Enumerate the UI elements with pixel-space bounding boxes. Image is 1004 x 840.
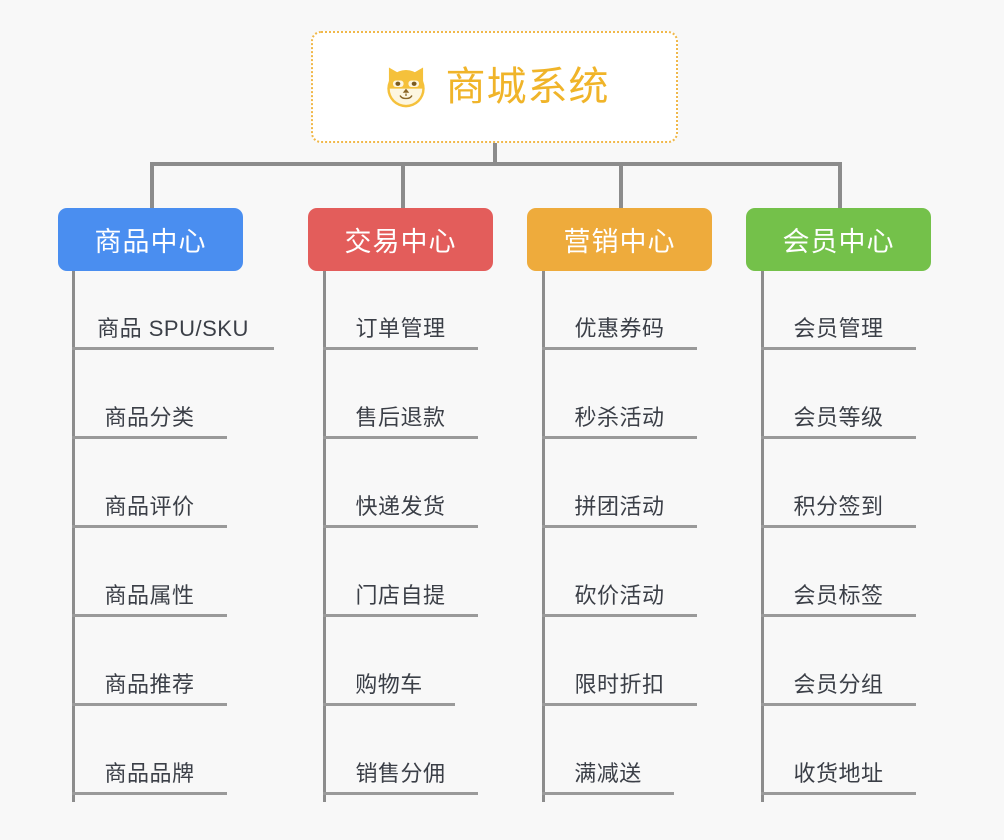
leaf-label: 购物车: [355, 671, 423, 697]
root-title: 商城系统: [445, 65, 610, 109]
leaf-item-2-1[interactable]: 秒杀活动: [542, 350, 697, 439]
leaf-label: 商品 SPU/SKU: [97, 315, 249, 341]
leaf-label: 优惠券码: [574, 315, 665, 341]
category-label: 会员中心: [782, 227, 895, 257]
category-header-0[interactable]: 商品中心: [58, 208, 243, 271]
leaf-item-1-2[interactable]: 快递发货: [323, 439, 478, 528]
leaf-label: 商品评价: [104, 493, 195, 519]
leaf-label: 会员分组: [793, 671, 884, 697]
leaf-item-1-0[interactable]: 订单管理: [323, 261, 478, 350]
leaf-item-3-5[interactable]: 收货地址: [761, 706, 916, 795]
leaf-label: 会员等级: [793, 404, 884, 430]
leaf-item-2-5[interactable]: 满减送: [542, 706, 674, 795]
leaf-label: 限时折扣: [574, 671, 665, 697]
leaf-label: 砍价活动: [574, 582, 665, 608]
leaf-item-2-0[interactable]: 优惠券码: [542, 261, 697, 350]
leaf-spine-0: [72, 271, 75, 802]
leaf-label: 会员标签: [793, 582, 884, 608]
leaf-label: 销售分佣: [355, 760, 446, 786]
leaf-label: 收货地址: [793, 760, 884, 786]
leaf-item-2-3[interactable]: 砍价活动: [542, 528, 697, 617]
leaf-item-1-4[interactable]: 购物车: [323, 617, 455, 706]
leaf-label: 积分签到: [793, 493, 884, 519]
dog-face-icon: [386, 67, 425, 108]
connector-root-stub: [493, 143, 497, 164]
connector-drop-4: [838, 162, 842, 208]
leaf-label: 商品属性: [104, 582, 195, 608]
connector-horizontal-bus: [150, 162, 842, 166]
leaf-item-1-1[interactable]: 售后退款: [323, 350, 478, 439]
leaf-label: 订单管理: [355, 315, 446, 341]
leaf-label: 拼团活动: [574, 493, 665, 519]
leaf-label: 快递发货: [355, 493, 446, 519]
leaf-item-3-3[interactable]: 会员标签: [761, 528, 916, 617]
leaf-spine-3: [761, 271, 764, 802]
leaf-item-1-3[interactable]: 门店自提: [323, 528, 478, 617]
leaf-label: 秒杀活动: [574, 404, 665, 430]
connector-drop-3: [619, 162, 623, 208]
leaf-item-0-5[interactable]: 商品品牌: [72, 706, 227, 795]
leaf-item-0-3[interactable]: 商品属性: [72, 528, 227, 617]
category-header-3[interactable]: 会员中心: [746, 208, 931, 271]
leaf-spine-1: [323, 271, 326, 802]
leaf-label: 会员管理: [793, 315, 884, 341]
category-label: 营销中心: [563, 227, 676, 257]
leaf-item-3-0[interactable]: 会员管理: [761, 261, 916, 350]
leaf-item-0-2[interactable]: 商品评价: [72, 439, 227, 528]
leaf-label: 门店自提: [355, 582, 446, 608]
category-label: 交易中心: [344, 227, 457, 257]
leaf-item-3-4[interactable]: 会员分组: [761, 617, 916, 706]
leaf-label: 满减送: [574, 760, 642, 786]
leaf-label: 商品品牌: [104, 760, 195, 786]
category-header-2[interactable]: 营销中心: [527, 208, 712, 271]
category-label: 商品中心: [94, 227, 207, 257]
leaf-item-2-4[interactable]: 限时折扣: [542, 617, 697, 706]
leaf-label: 商品推荐: [104, 671, 195, 697]
root-node[interactable]: 商城系统: [311, 31, 678, 143]
leaf-item-3-2[interactable]: 积分签到: [761, 439, 916, 528]
leaf-item-3-1[interactable]: 会员等级: [761, 350, 916, 439]
leaf-label: 售后退款: [355, 404, 446, 430]
leaf-item-2-2[interactable]: 拼团活动: [542, 439, 697, 528]
connector-drop-1: [150, 162, 154, 208]
connector-drop-2: [401, 162, 405, 208]
leaf-item-0-4[interactable]: 商品推荐: [72, 617, 227, 706]
category-header-1[interactable]: 交易中心: [308, 208, 493, 271]
leaf-item-0-0[interactable]: 商品 SPU/SKU: [72, 261, 274, 350]
leaf-label: 商品分类: [104, 404, 195, 430]
leaf-spine-2: [542, 271, 545, 802]
leaf-item-1-5[interactable]: 销售分佣: [323, 706, 478, 795]
leaf-item-0-1[interactable]: 商品分类: [72, 350, 227, 439]
